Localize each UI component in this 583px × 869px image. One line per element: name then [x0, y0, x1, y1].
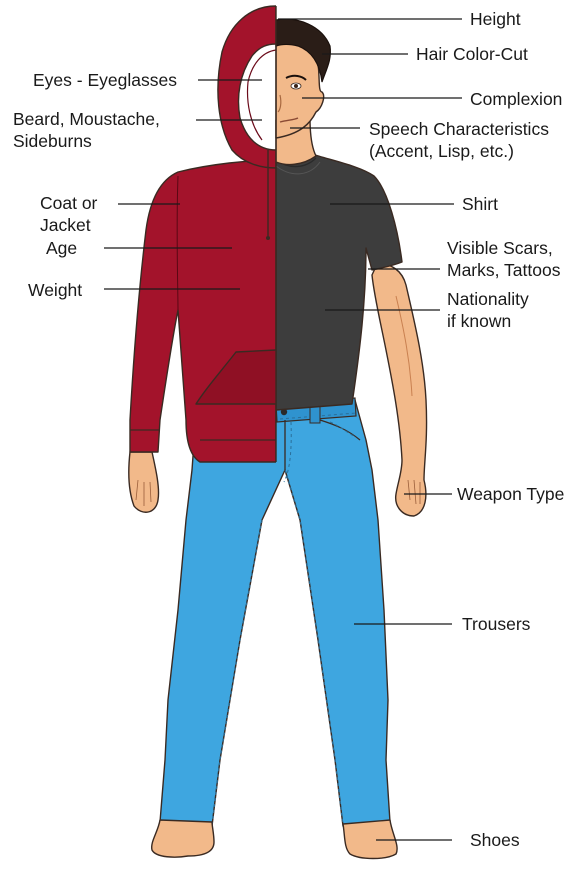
nationality-label-line2: if known [447, 310, 529, 332]
speech-label: Speech Characteristics (Accent, Lisp, et… [369, 118, 549, 162]
shoes-feet [152, 820, 397, 859]
beard-label: Beard, Moustache, Sideburns [13, 108, 160, 152]
height-label: Height [470, 8, 521, 30]
coat-jacket-label: Coat or Jacket [40, 192, 97, 236]
coat-label-line2: Jacket [40, 214, 97, 236]
nationality-label: Nationality if known [447, 288, 529, 332]
hair-color-cut-label: Hair Color-Cut [416, 43, 528, 65]
speech-label-line1: Speech Characteristics [369, 118, 549, 140]
scars-label: Visible Scars, Marks, Tattoos [447, 237, 560, 281]
weight-label: Weight [28, 279, 82, 301]
coat-label-line1: Coat or [40, 192, 97, 214]
head-and-neck [276, 19, 330, 164]
age-label: Age [46, 237, 77, 259]
eyes-eyeglasses-label: Eyes - Eyeglasses [33, 69, 177, 91]
left-hand [129, 452, 159, 512]
weapon-type-label: Weapon Type [457, 483, 564, 505]
beard-label-line2: Sideburns [13, 130, 160, 152]
complexion-label: Complexion [470, 88, 562, 110]
right-arm [372, 262, 427, 516]
scars-label-line1: Visible Scars, [447, 237, 560, 259]
beard-label-line1: Beard, Moustache, [13, 108, 160, 130]
trousers-label: Trousers [462, 613, 530, 635]
scars-label-line2: Marks, Tattoos [447, 259, 560, 281]
speech-label-line2: (Accent, Lisp, etc.) [369, 140, 549, 162]
shirt-label: Shirt [462, 193, 498, 215]
shoes-label: Shoes [470, 829, 520, 851]
nationality-label-line1: Nationality [447, 288, 529, 310]
